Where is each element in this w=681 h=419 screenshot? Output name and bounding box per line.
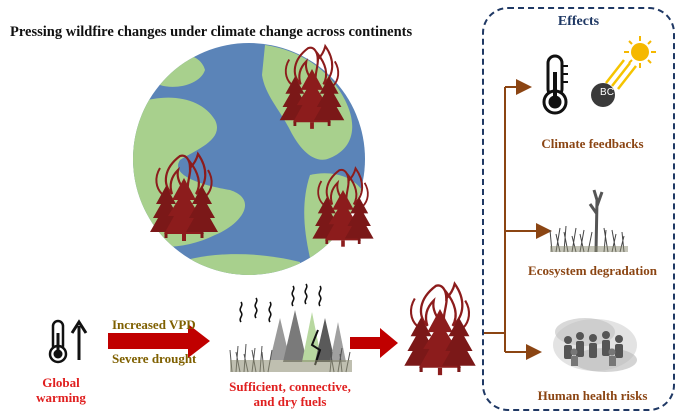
black-carbon-particle-icon: [591, 83, 615, 107]
bc-label: BC: [600, 87, 614, 98]
effect-label-climate-feedbacks: Climate feedbacks: [541, 136, 644, 151]
global-warming-label-line-2: warming: [36, 390, 86, 405]
red-arrow-icon: [350, 328, 398, 358]
thermometer-icon: [542, 54, 568, 115]
degraded-ecosystem-icon: [549, 189, 628, 253]
global-warming-label-line-1: Global: [42, 375, 80, 390]
severe-drought-label: Severe drought: [112, 351, 197, 366]
fuels-label-line-1: Sufficient, connective,: [229, 379, 351, 394]
diagram-title: Pressing wildfire changes under climate …: [10, 24, 413, 40]
effect-label-ecosystem-degradation: Ecosystem degradation: [528, 263, 657, 278]
dry-fuels-icon: [229, 283, 352, 373]
sun-icon: [605, 36, 656, 90]
people-in-smoke-icon: [553, 318, 637, 372]
effect-label-human-health-risks: Human health risks: [537, 388, 648, 403]
increased-vpd-label: Increased VPD: [112, 317, 196, 332]
fuels-label: Sufficient, connective, and dry fuels: [210, 379, 370, 409]
global-warming-label: Global warming: [30, 375, 92, 405]
effects-branch-arrows: [482, 79, 552, 360]
effects-heading: Effects: [557, 14, 600, 29]
red-arrow-icon: [108, 324, 210, 358]
effects-panel: [482, 7, 675, 411]
thermometer-up-icon: [48, 319, 88, 364]
fire-trees-icon: [403, 282, 477, 377]
fuels-label-line-2: and dry fuels: [253, 394, 327, 409]
